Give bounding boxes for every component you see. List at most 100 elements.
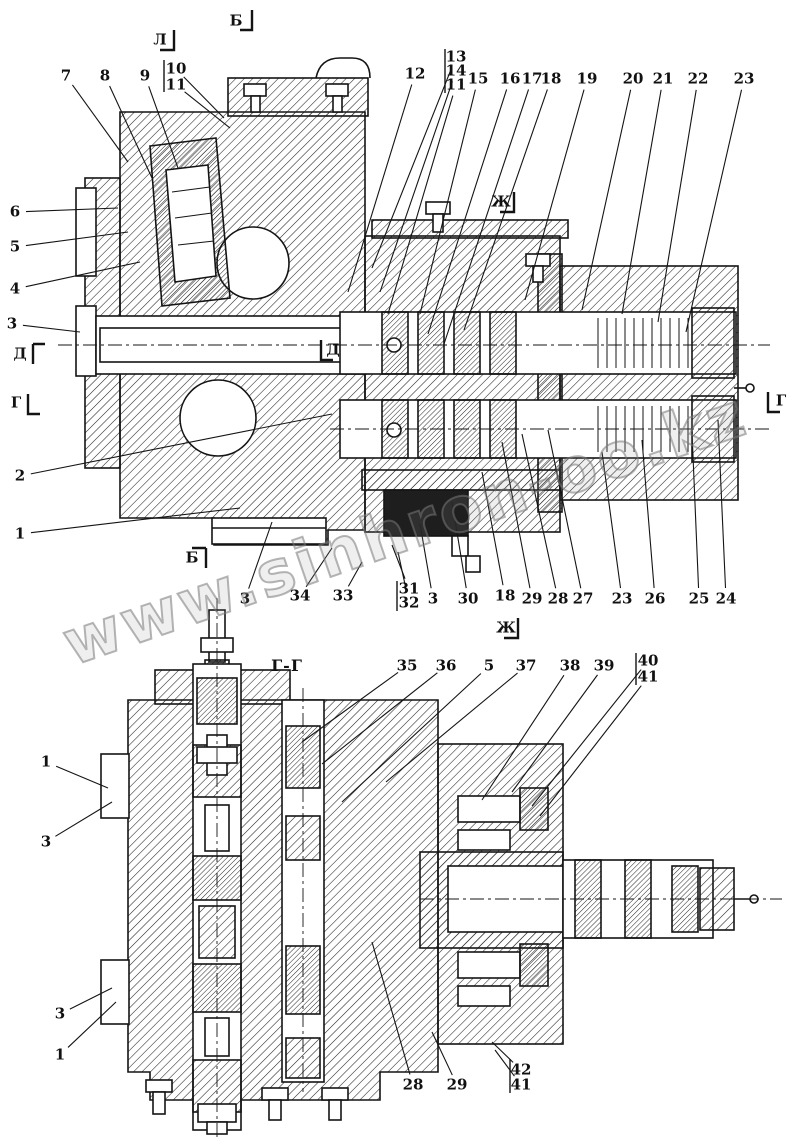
g-g-section-view (100, 609, 759, 1135)
drawing-shape (386, 422, 402, 438)
mark-g-left (26, 394, 40, 416)
leader-line (30, 507, 241, 534)
drawing-shape (537, 253, 563, 513)
drawing-shape (457, 795, 521, 823)
leader-line (524, 89, 585, 301)
mark-g-right (766, 392, 780, 414)
leader-line (25, 261, 141, 288)
drawing-shape (432, 213, 444, 233)
leader-line (601, 451, 622, 589)
mark-b-bottom (192, 546, 208, 568)
leader-line (379, 81, 453, 293)
leader-line (301, 672, 399, 743)
relief-plug (383, 489, 469, 537)
drawing-shape (519, 787, 549, 831)
drawing-shape (417, 311, 445, 375)
drawing-shape (489, 311, 517, 375)
leader-line (717, 419, 727, 589)
leader-line (55, 801, 113, 837)
drawing-shape (250, 95, 261, 113)
leader-line (341, 673, 482, 803)
leader-line (371, 941, 411, 1075)
drawing-shape (216, 598, 782, 1140)
drawing-shape (100, 959, 130, 1025)
leader-line (55, 765, 109, 789)
leader-line (427, 89, 508, 335)
drawing-shape (532, 265, 544, 283)
drawing-shape (58, 344, 770, 430)
drawing-shape (145, 1079, 173, 1093)
leader-lines (22, 67, 743, 1077)
drawing-shape (328, 1099, 342, 1121)
drawing-shape (261, 1087, 289, 1101)
leader-line (347, 84, 413, 293)
drawing-shape (457, 829, 511, 851)
drawing-shape (165, 164, 217, 283)
drawing-shape (691, 307, 735, 379)
drawing-shape (325, 83, 349, 97)
leader-line (67, 1001, 117, 1048)
drawing-shape (371, 219, 569, 239)
leader-line (691, 431, 700, 589)
leader-line (463, 89, 548, 331)
drawing-shape (465, 555, 481, 573)
leader-line (397, 551, 408, 593)
drawing-shape (451, 535, 469, 557)
leader-line (641, 439, 655, 589)
mark-l (160, 30, 176, 52)
mark-zh-bottom (504, 618, 520, 640)
mark-b-top (240, 10, 254, 32)
mark-zh-top (500, 192, 516, 214)
drawing-shape (75, 187, 97, 277)
main-section-view (75, 57, 755, 573)
leader-line (148, 86, 179, 169)
leader-line (581, 89, 632, 311)
leader-line (109, 85, 153, 179)
drawing-shape (457, 951, 521, 979)
drawing-shape (171, 186, 215, 246)
leader-line (685, 89, 743, 333)
leader-line (547, 429, 582, 589)
leader-line (25, 231, 129, 247)
leader-line (621, 89, 662, 315)
leader-line (531, 669, 642, 807)
drawing-shape (525, 253, 551, 267)
leader-line (521, 433, 557, 589)
leader-line (183, 76, 225, 119)
leader-line (71, 84, 129, 163)
leader-line (419, 523, 432, 589)
drawing-shape (152, 1091, 166, 1115)
leader-line (481, 674, 565, 801)
drawing-shape (519, 943, 549, 987)
leader-line (443, 89, 530, 345)
drawing-shape (75, 305, 97, 377)
drawing-shape (268, 1099, 282, 1121)
leader-line (321, 672, 438, 765)
mark-d-left (31, 342, 45, 364)
lower-bore (179, 379, 257, 457)
leader-line (387, 95, 454, 315)
drawing-shape (243, 83, 267, 97)
drawing-shape (321, 1087, 349, 1101)
leader-line (657, 89, 697, 323)
leader-line (184, 91, 231, 129)
drawing-shape (100, 753, 130, 819)
leader-line (347, 561, 363, 587)
leader-line (69, 987, 113, 1010)
leader-line (451, 501, 467, 589)
leader-line (431, 1031, 453, 1076)
drawing-shape (457, 985, 511, 1007)
leader-line (491, 1041, 514, 1063)
right-block (559, 265, 739, 501)
spring-upper (597, 318, 689, 368)
breather-pipe (315, 57, 371, 79)
leader-line (539, 685, 642, 817)
leader-line (25, 207, 119, 213)
leader-line (494, 1049, 515, 1077)
leader-line (385, 672, 518, 783)
section-marks (26, 10, 780, 1093)
leader-line (481, 471, 504, 586)
leader-line (501, 441, 531, 589)
